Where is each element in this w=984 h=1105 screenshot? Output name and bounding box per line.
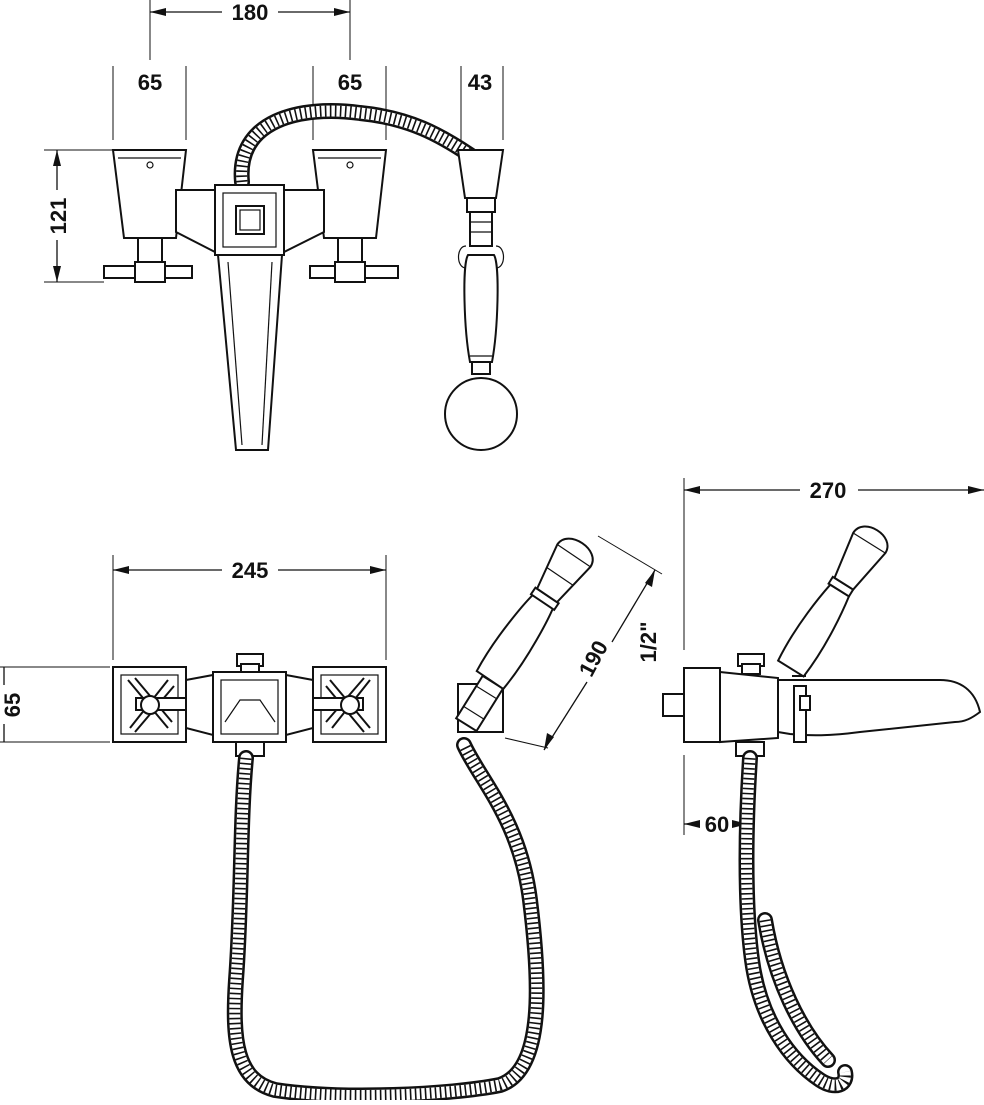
front-view: 245 65 bbox=[0, 555, 545, 1104]
top-mixer-body bbox=[175, 184, 325, 451]
hand-shower-body bbox=[475, 537, 594, 691]
dim-65-front: 65 bbox=[0, 666, 110, 743]
dim-270: 270 bbox=[683, 478, 984, 650]
top-left-handle bbox=[103, 149, 193, 283]
front-hose bbox=[226, 737, 545, 1104]
dim-60: 60 bbox=[683, 755, 748, 837]
side-hose bbox=[738, 750, 854, 1094]
dim-65-front-label: 65 bbox=[0, 693, 25, 717]
dim-270-label: 270 bbox=[810, 478, 847, 503]
top-view: 180 65 65 43 121 bbox=[44, 0, 518, 451]
front-right-handle bbox=[312, 666, 387, 743]
front-mixer-body bbox=[185, 653, 314, 757]
side-mixer-body bbox=[662, 653, 982, 757]
dim-65-right-label: 65 bbox=[338, 70, 362, 95]
dim-65-left-label: 65 bbox=[138, 70, 162, 95]
side-hand-shower bbox=[776, 525, 889, 678]
top-hose bbox=[233, 103, 478, 190]
dim-180-label: 180 bbox=[232, 0, 269, 25]
dim-handles: 65 65 43 bbox=[112, 66, 504, 140]
top-hand-shower bbox=[444, 149, 518, 451]
side-view: 1/2" 270 bbox=[636, 478, 984, 1094]
dim-60-label: 60 bbox=[705, 812, 729, 837]
top-right-handle bbox=[309, 149, 399, 283]
dim-121-label: 121 bbox=[46, 198, 71, 235]
wall-bracket bbox=[454, 674, 505, 733]
dim-190-label: 190 bbox=[574, 636, 613, 680]
dim-121: 121 bbox=[44, 149, 112, 283]
front-left-handle bbox=[112, 666, 187, 743]
handshower-view: 190 bbox=[454, 535, 663, 751]
dim-180: 180 bbox=[149, 0, 351, 60]
dim-43-label: 43 bbox=[468, 70, 492, 95]
dim-245: 245 bbox=[112, 555, 387, 660]
dim-245-label: 245 bbox=[232, 558, 269, 583]
dim-thread-label: 1/2" bbox=[636, 621, 661, 662]
